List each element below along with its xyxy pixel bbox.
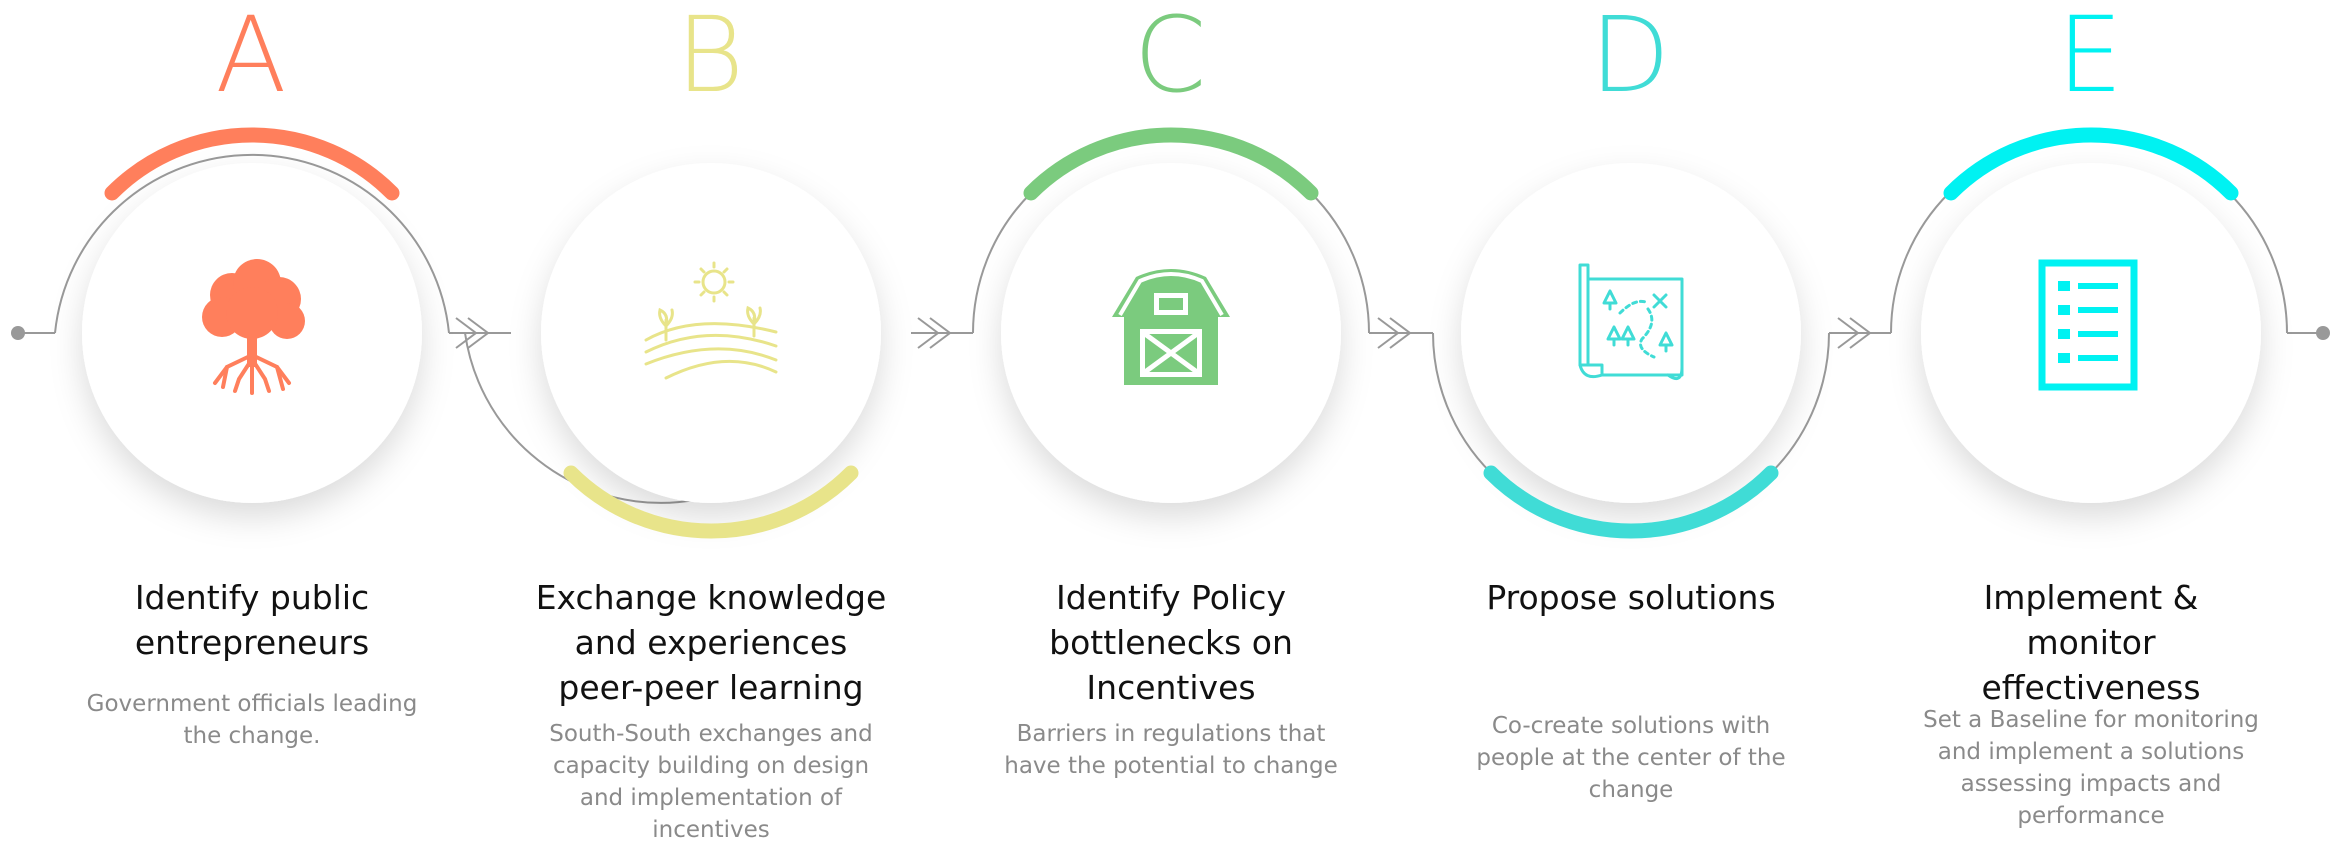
step-a-title: Identify public entrepreneurs: [134, 578, 370, 662]
step-a-letter: A: [215, 0, 289, 116]
step-c: C Identify Policy bottlenecks on Incenti…: [941, 0, 1401, 836]
step-d-title: Propose solutions: [1486, 578, 1776, 617]
step-e-arc: [1943, 127, 2239, 201]
step-a: A Identify public entrepreneurs Governme…: [22, 0, 482, 836]
step-b-title: Exchange knowledge and experiences peer-…: [535, 578, 887, 707]
step-e: E Implement & monitor effectiveness Set …: [1861, 0, 2321, 836]
step-a-description: Government officials leading the change.: [86, 691, 418, 749]
connector-start-dot: [11, 326, 25, 340]
step-e-description: Set a Baseline for monitoring and implem…: [1923, 707, 2259, 829]
step-e-title: Implement & monitor effectiveness: [1981, 578, 2201, 707]
step-d-description: Co-create solutions with people at the c…: [1476, 713, 1786, 803]
double-chevron-arrows: [455, 317, 1872, 349]
connector-end-dot: [2316, 326, 2330, 340]
step-d-arc: [1483, 465, 1779, 539]
treasure-map-icon: [1556, 250, 1706, 400]
checklist-icon: [2016, 250, 2166, 400]
step-d: D Propose solutions Co-create solutions …: [1401, 0, 1861, 836]
step-b-letter: B: [675, 0, 747, 116]
step-b: B Exchange knowledge and experiences pee…: [481, 0, 941, 843]
step-e-letter: E: [2057, 0, 2125, 116]
fields-landscape-icon: [636, 250, 786, 400]
step-d-letter: D: [1589, 0, 1673, 116]
step-a-arc: [104, 127, 400, 201]
step-c-letter: C: [1133, 0, 1209, 116]
step-c-title: Identify Policy bottlenecks on Incentive…: [1049, 578, 1293, 707]
step-c-arc: [1023, 127, 1319, 201]
barn-icon: [1096, 250, 1246, 400]
step-b-circle: [541, 163, 881, 503]
tree-icon: [177, 250, 327, 400]
step-b-arc: [563, 465, 859, 539]
step-b-description: South-South exchanges and capacity build…: [549, 721, 873, 843]
step-c-description: Barriers in regulations that have the po…: [1004, 721, 1338, 779]
